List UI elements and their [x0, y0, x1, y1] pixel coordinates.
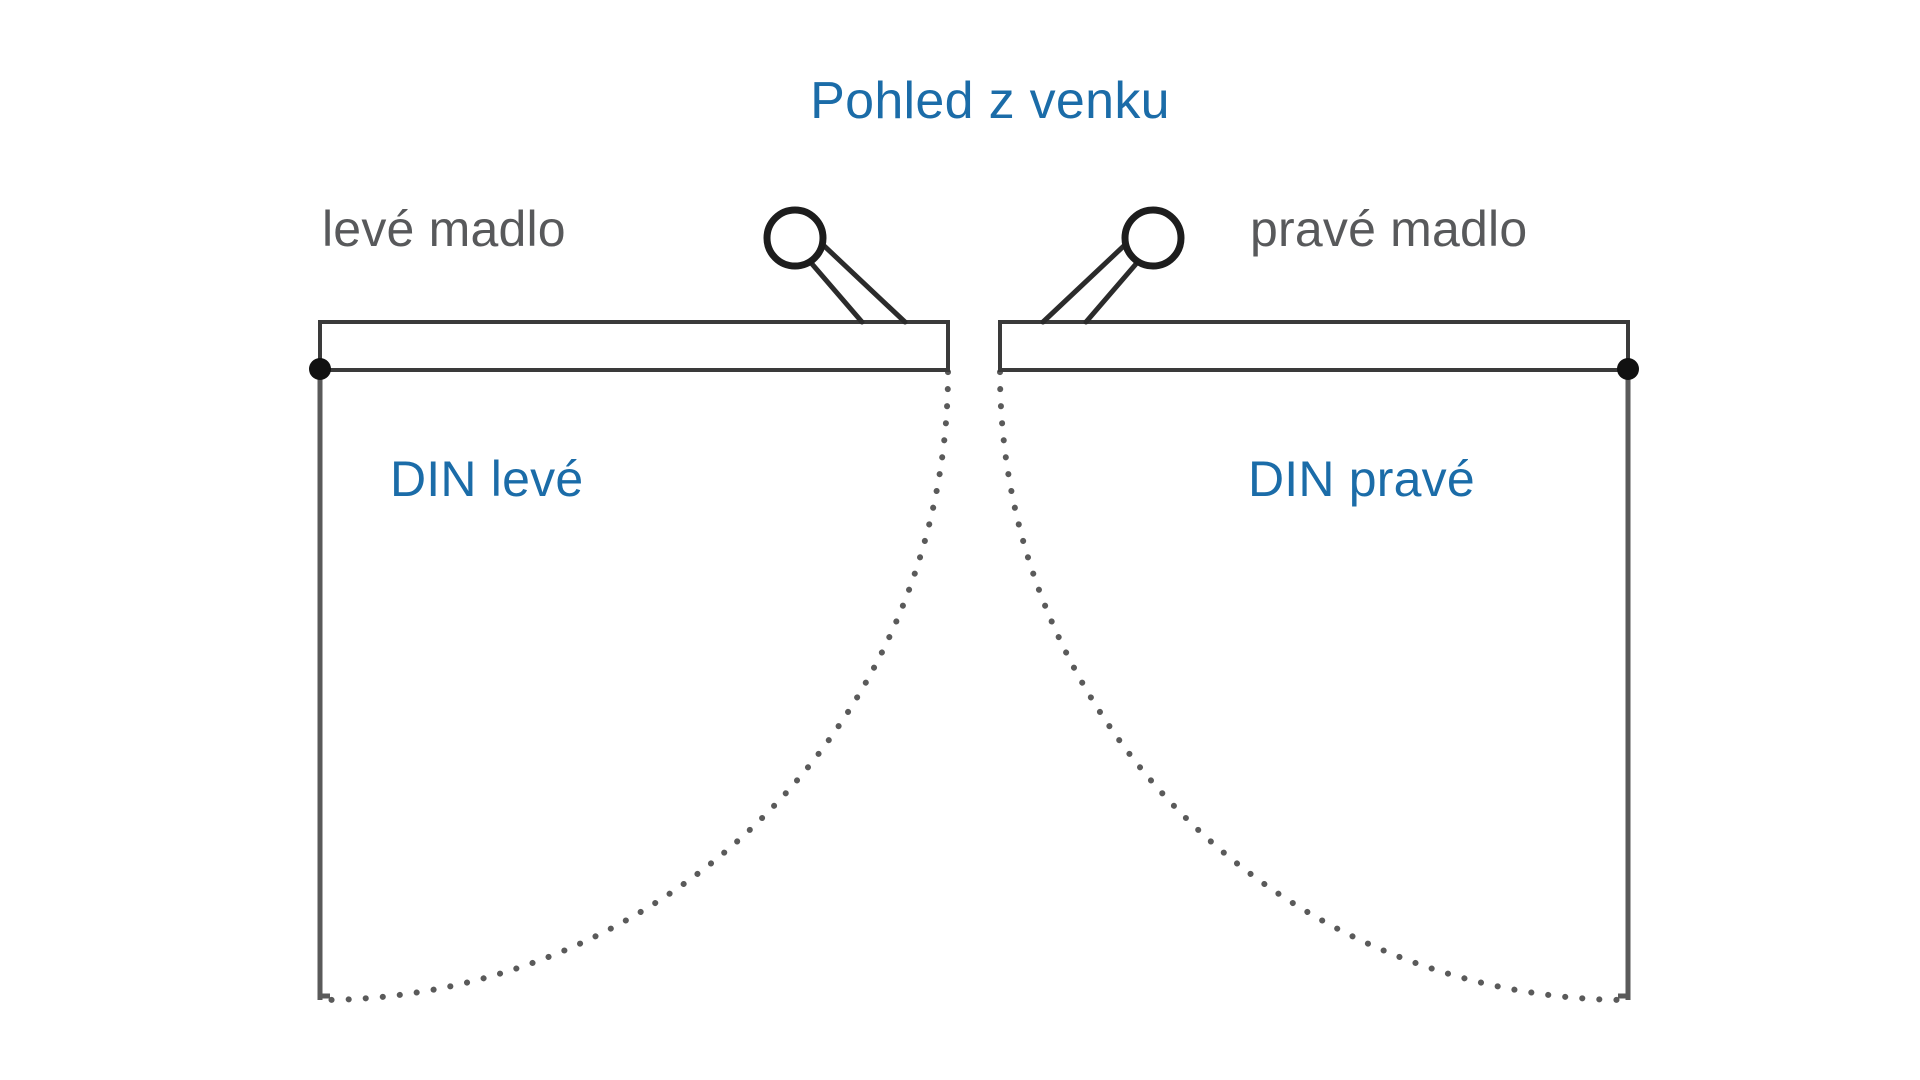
page-title: Pohled z venku: [810, 72, 1170, 130]
left-din-label: DIN levé: [390, 451, 583, 507]
hinge-pivot-icon: [309, 358, 331, 380]
door-knob-icon: [763, 206, 827, 270]
left-handle-label: levé madlo: [322, 201, 566, 257]
right-handle-label: pravé madlo: [1250, 201, 1527, 257]
right-handle-group: [1040, 206, 1185, 325]
left-lever-arm-outer: [817, 239, 908, 325]
right-leaf-group: pravé madlo DIN pravé: [997, 201, 1639, 1003]
door-knob-icon: [1121, 206, 1185, 270]
right-lever-arm-inner: [1083, 254, 1145, 325]
hinge-pivot-icon: [1617, 358, 1639, 380]
swing-arc-icon: [317, 369, 951, 1003]
left-door-rail: [318, 320, 950, 372]
right-door-rail: [998, 320, 1630, 372]
left-lever-arm-inner: [803, 254, 865, 325]
left-handle-group: [763, 206, 908, 325]
right-din-label: DIN pravé: [1248, 451, 1475, 507]
left-leaf-group: levé madlo DIN levé: [309, 201, 951, 1003]
swing-arc-icon: [997, 369, 1631, 1003]
right-lever-arm-outer: [1040, 239, 1131, 325]
